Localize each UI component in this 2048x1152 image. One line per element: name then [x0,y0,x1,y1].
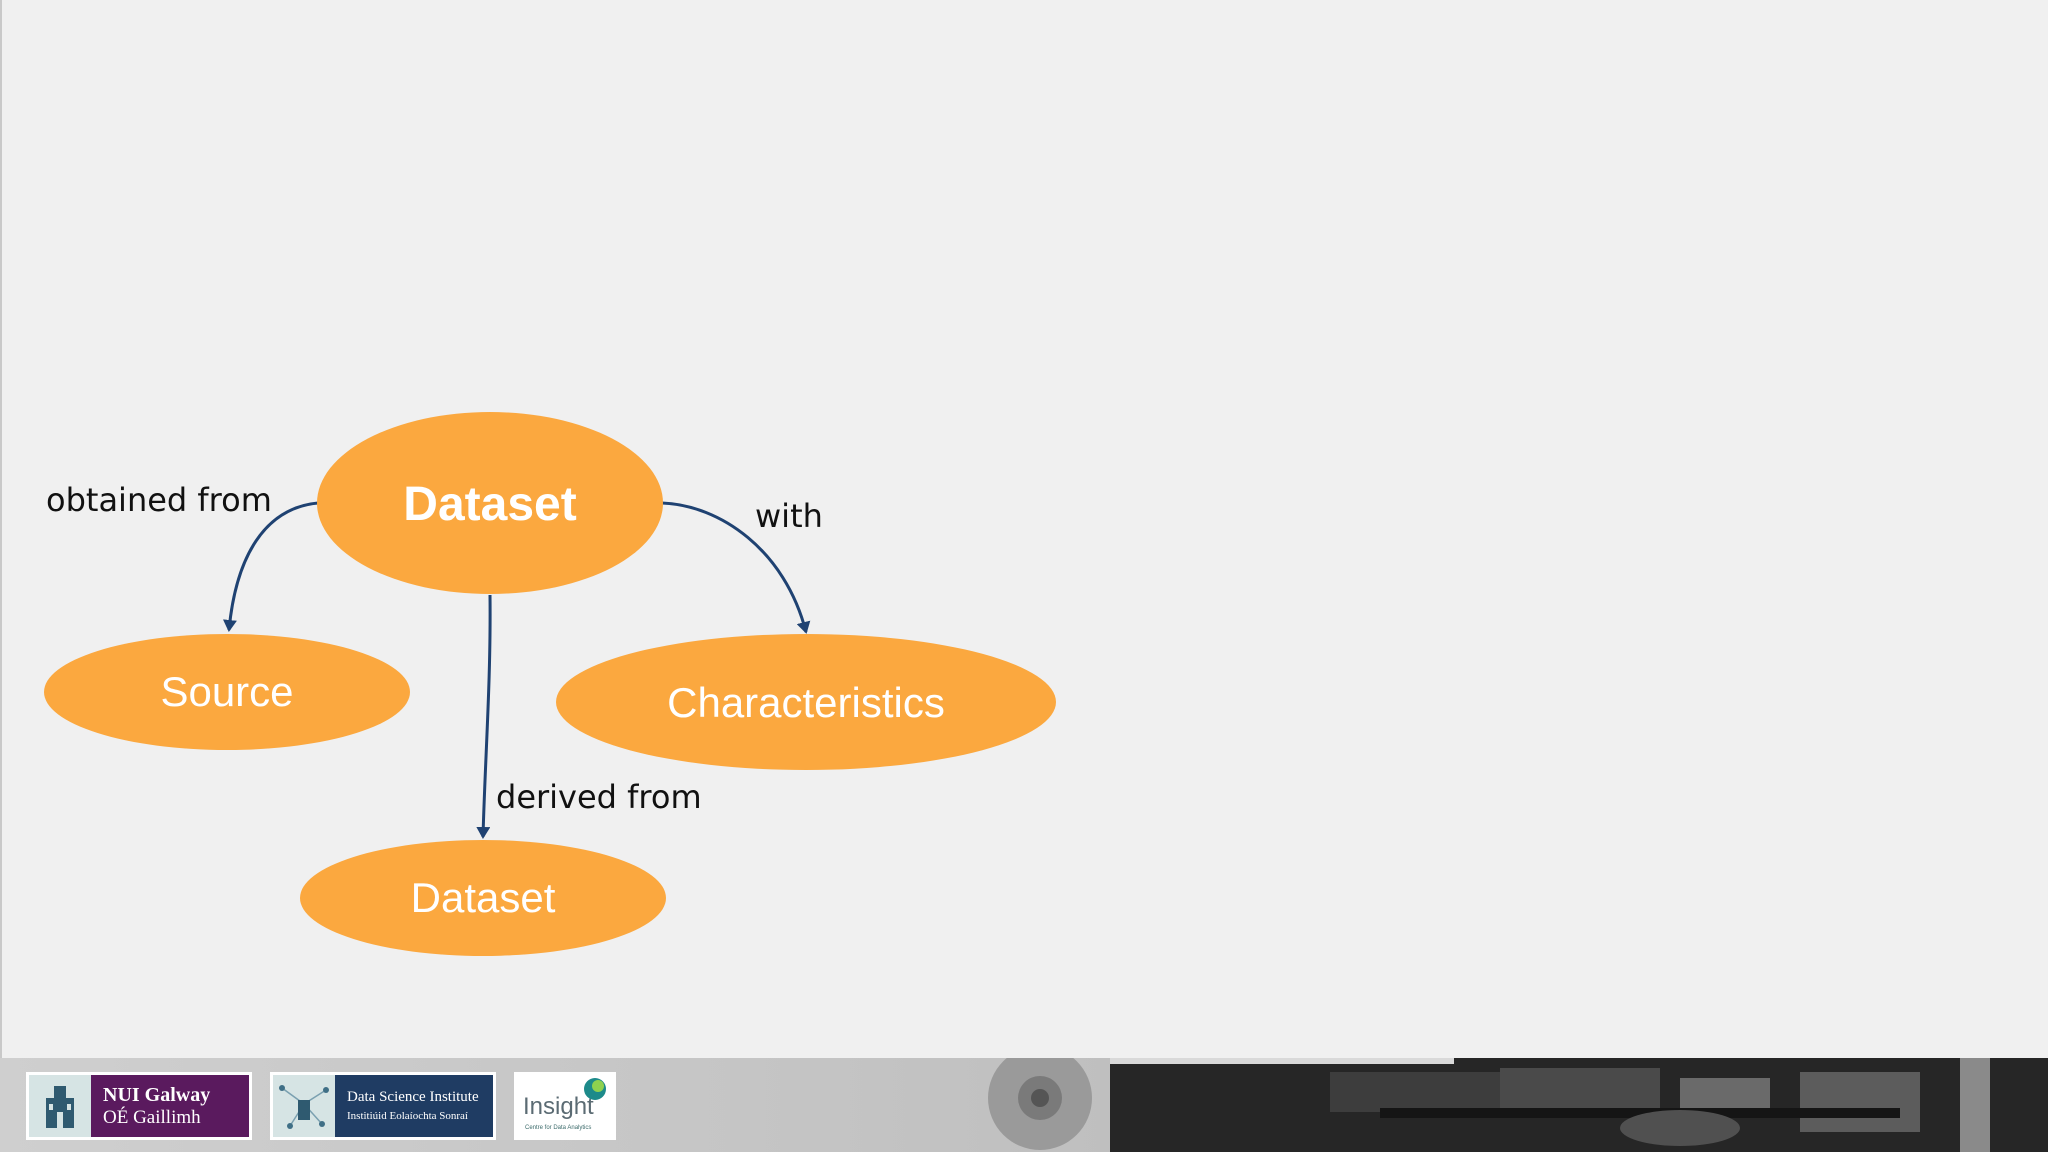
nui-name: NUI Galway [103,1084,210,1107]
node-dataset-bottom: Dataset [300,840,666,956]
node-dataset-top: Dataset [317,412,663,594]
nui-irish-name: OÉ Gaillimh [103,1107,210,1129]
edge-label-with: with [755,497,823,535]
concept-diagram: Dataset Source Characteristics Dataset o… [0,0,2048,1058]
dsi-name: Data Science Institute [347,1089,479,1106]
globe-icon [583,1077,607,1101]
node-dataset-top-label: Dataset [403,478,576,531]
edge-derived-from [483,595,490,837]
castle-crest-icon [29,1075,91,1137]
node-source: Source [44,634,410,750]
edge-label-obtained-from: obtained from [46,481,272,519]
nui-galway-logo: NUI Galway OÉ Gaillimh [26,1072,252,1140]
node-characteristics-label: Characteristics [667,679,945,726]
network-crest-icon [273,1075,335,1137]
node-dataset-bottom-label: Dataset [411,874,556,921]
edge-label-derived-from: derived from [496,778,702,816]
insight-logo: Insight Centre for Data Analytics [514,1072,616,1140]
edge-obtained-from [229,503,318,630]
node-source-label: Source [160,668,293,715]
node-characteristics: Characteristics [556,634,1056,770]
data-science-institute-logo: Data Science Institute Institiúid Eolaío… [270,1072,496,1140]
footer-banner: NUI Galway OÉ Gaillimh Data Science Inst… [0,1058,2048,1152]
dsi-irish-name: Institiúid Eolaíochta Sonraí [347,1110,479,1123]
insight-subtitle: Centre for Data Analytics [525,1125,591,1131]
